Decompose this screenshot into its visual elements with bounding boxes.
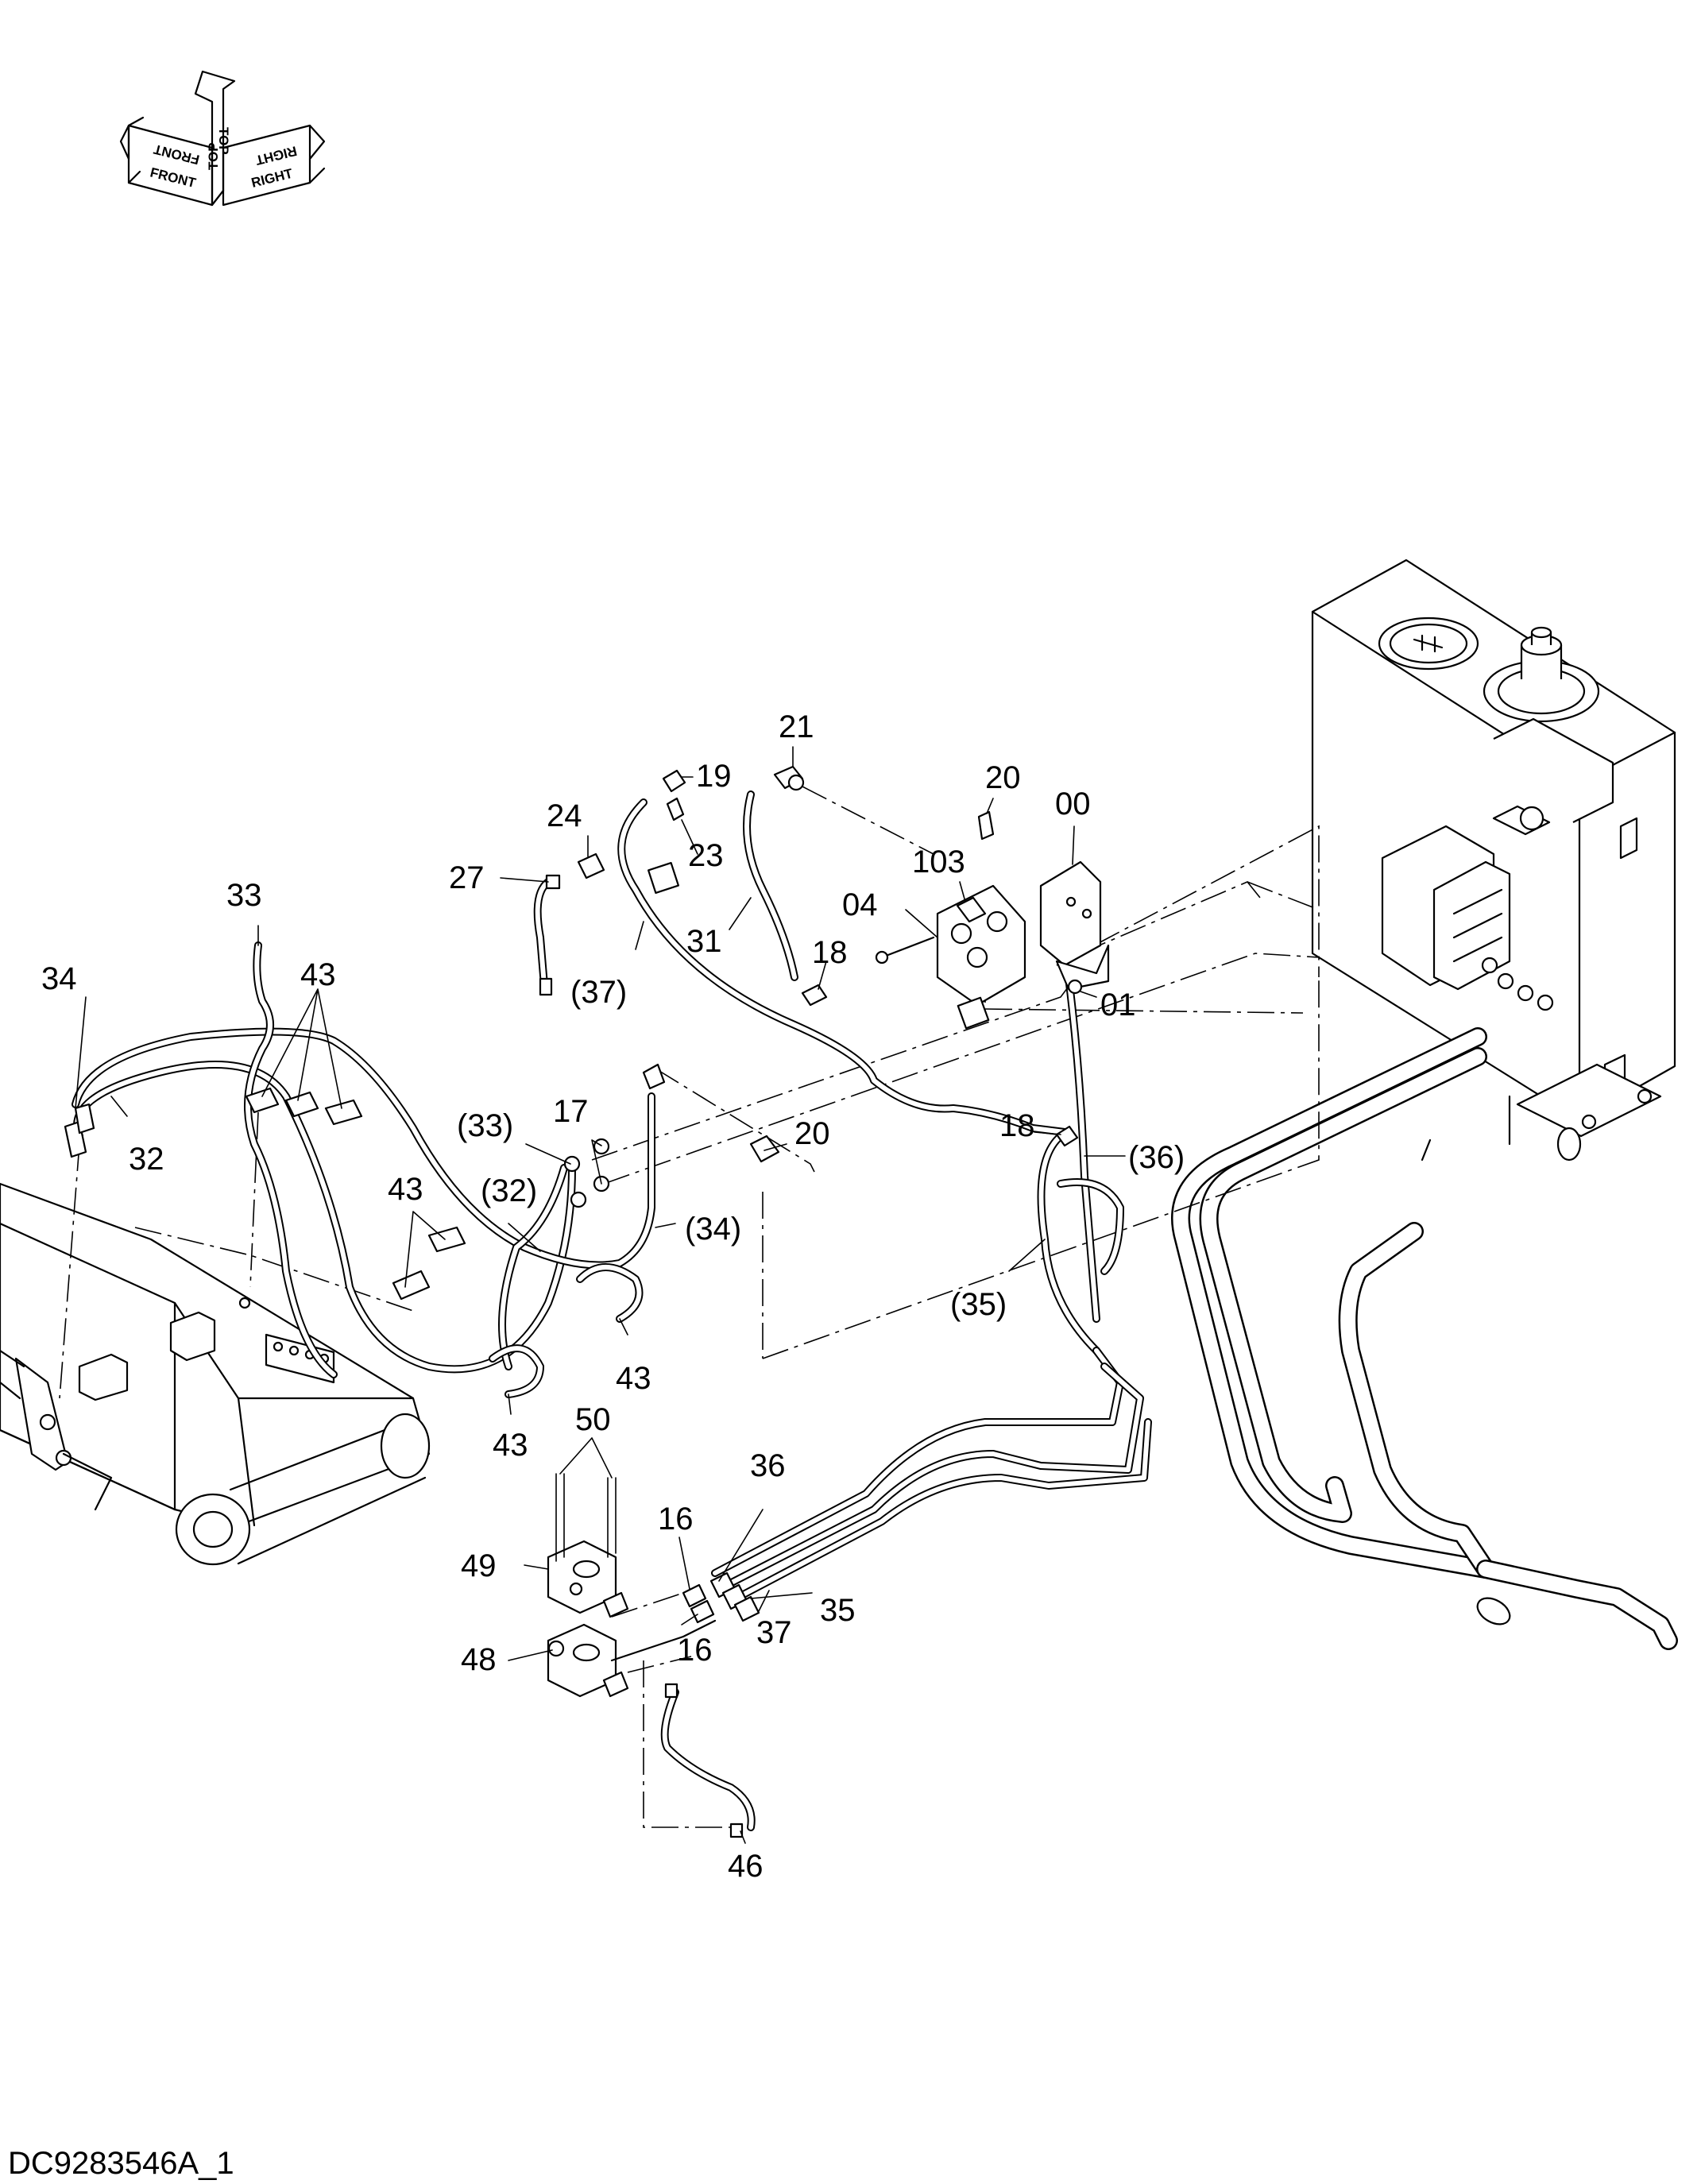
callout-35: 35	[820, 1593, 856, 1628]
callout-50: 50	[575, 1402, 611, 1437]
frame-pipes	[1171, 1027, 1678, 1650]
callout-37: 37	[756, 1615, 792, 1650]
callout-43-mid: 43	[388, 1172, 423, 1207]
callout-43-top: 43	[300, 957, 336, 992]
callout-34-ref: (34)	[685, 1212, 741, 1247]
hydraulic-tank	[1311, 559, 1676, 1162]
callout-36-ref: (36)	[1128, 1140, 1185, 1175]
hoses	[72, 790, 1152, 1831]
orientation-marker: FRONT FRONT TOP TOP RIGHT RIGHT	[119, 70, 326, 207]
callout-33: 33	[226, 878, 262, 913]
callout-21: 21	[779, 709, 814, 744]
leader-lines	[75, 746, 1126, 1844]
callout-20-mid: 20	[794, 1116, 830, 1151]
track-frame	[0, 1182, 431, 1566]
callout-103: 103	[912, 845, 965, 879]
callout-16-bottom: 16	[677, 1633, 713, 1668]
callout-19: 19	[696, 759, 732, 794]
callout-46: 46	[728, 1849, 764, 1884]
callout-37-ref: (37)	[570, 975, 627, 1010]
callout-04: 04	[842, 887, 878, 922]
callout-18-mid: 18	[999, 1108, 1035, 1143]
callout-33-ref: (33)	[457, 1108, 513, 1143]
orientation-right-mirror-label: RIGHT	[253, 143, 299, 168]
callout-01: 01	[1100, 988, 1136, 1022]
orientation-top-label: TOP	[216, 127, 231, 155]
callout-48: 48	[461, 1642, 497, 1677]
callout-16-top: 16	[658, 1502, 694, 1537]
callout-35-ref: (35)	[950, 1287, 1007, 1322]
callout-20-top: 20	[985, 760, 1021, 795]
callout-43-right: 43	[616, 1361, 651, 1396]
fittings	[64, 765, 1110, 1838]
callout-24: 24	[547, 798, 582, 833]
assembly-lines	[59, 786, 1320, 1828]
callout-31: 31	[686, 924, 722, 959]
document-code: DC9283546A_1	[8, 2146, 234, 2181]
orientation-front-mirror-label: FRONT	[152, 141, 201, 168]
orientation-top-mirror-label: TOP	[206, 142, 221, 170]
callout-18-top: 18	[812, 935, 848, 970]
callout-17: 17	[553, 1094, 589, 1129]
callout-49: 49	[461, 1548, 497, 1583]
orientation-front-label: FRONT	[149, 164, 198, 191]
callout-36: 36	[750, 1448, 786, 1483]
callout-23: 23	[688, 838, 724, 873]
callout-34: 34	[41, 961, 77, 996]
callout-00: 00	[1055, 787, 1091, 821]
orientation-right-label: RIGHT	[249, 166, 295, 191]
callout-32: 32	[129, 1142, 164, 1177]
callout-32-ref: (32)	[481, 1173, 537, 1208]
callout-27: 27	[449, 860, 485, 895]
callout-43-bottom: 43	[493, 1428, 528, 1463]
callout-labels: 21 19 20 00 24 23 27 103 04 31 18 01 (37…	[41, 709, 1185, 1884]
